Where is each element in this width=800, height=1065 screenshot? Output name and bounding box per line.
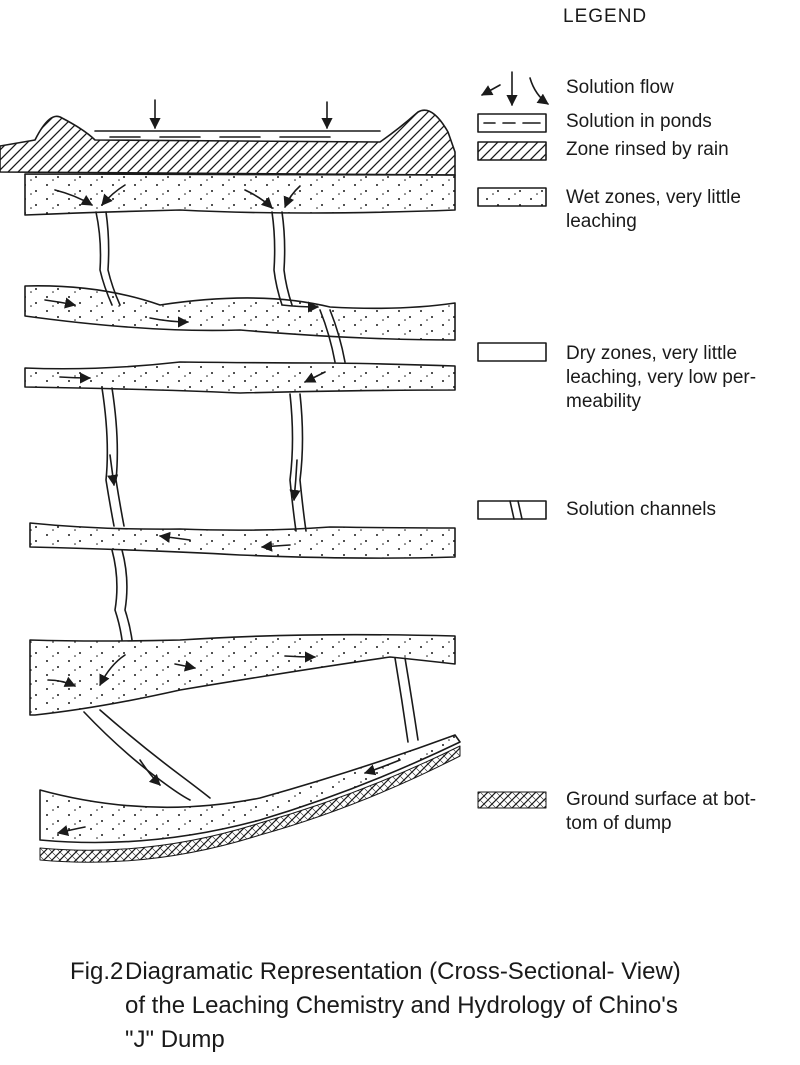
legend-rain-swatch	[477, 141, 547, 161]
flow-arrow-13	[260, 540, 291, 552]
legend-label-ground-surface: Ground surface at bot- tom of dump	[566, 789, 757, 834]
legend-title: LEGEND	[563, 6, 648, 27]
flow-arrow-18	[139, 759, 161, 786]
channel-2a	[271, 211, 283, 306]
caption-number: Fig.2	[70, 958, 124, 985]
wet-zone-bottom	[39, 734, 461, 844]
channel-2b	[281, 211, 293, 306]
flow-arrow-7	[281, 301, 320, 313]
channel-8a	[83, 711, 191, 801]
legend-label-solution-in-ponds: Solution in ponds	[566, 111, 712, 132]
flow-arrow-11	[289, 459, 301, 502]
channel-4a	[101, 387, 115, 527]
channel-6b	[121, 549, 133, 641]
flow-arrow-6	[149, 316, 190, 328]
legend-label-solution-flow: Solution flow	[566, 77, 674, 98]
flow-arrow-20	[56, 825, 86, 836]
flow-arrow-10	[107, 454, 119, 487]
flow-arrow-14	[99, 654, 126, 687]
flow-arrow-4	[283, 185, 301, 209]
rain-rinsed-zone	[0, 109, 456, 176]
caption-text: Diagramatic Representation (Cross-Sectio…	[125, 958, 681, 1053]
legend-label-zone-rinsed-by-rain: Zone rinsed by rain	[566, 139, 729, 160]
flow-arrow-5	[44, 297, 77, 309]
flow-arrow-2	[101, 184, 126, 206]
legend-wet-swatch	[477, 187, 547, 207]
flow-arrow-19	[363, 759, 401, 776]
wet-zone-1	[24, 173, 456, 216]
wet-zone-4	[29, 522, 456, 559]
flow-arrow-9	[303, 371, 326, 383]
legend-ponds-swatch	[477, 113, 547, 133]
channel-7a	[394, 657, 409, 743]
legend-dry-swatch	[477, 342, 547, 362]
legend-label-wet-zones: Wet zones, very little leaching	[566, 187, 741, 232]
channel-4b	[111, 387, 125, 527]
cross-section-diagram	[0, 71, 549, 863]
legend-flow-symbol	[481, 71, 549, 107]
channel-6a	[111, 549, 123, 641]
flow-arrow-1	[54, 189, 93, 206]
channel-5a	[289, 393, 297, 532]
flow-arrow-12	[158, 531, 191, 543]
wet-zone-3	[24, 361, 456, 394]
legend-ground-swatch	[477, 791, 547, 809]
wet-zone-5	[29, 633, 456, 716]
wet-zone-2	[24, 285, 456, 341]
ground-surface	[39, 745, 461, 863]
channel-1a	[95, 211, 113, 306]
channel-5b	[299, 393, 307, 532]
channel-8b	[99, 709, 211, 799]
flow-arrow-8	[59, 372, 92, 384]
legend-label-dry-zones: Dry zones, very little leaching, very lo…	[566, 343, 757, 412]
channel-3a	[319, 309, 336, 363]
flow-arrow-3	[244, 189, 273, 209]
channel-1b	[105, 211, 121, 306]
legend-channel-swatch	[477, 500, 547, 520]
flow-arrow-16	[174, 660, 197, 672]
channel-7b	[404, 657, 419, 741]
flow-arrow-17	[284, 651, 317, 663]
channel-3b	[329, 309, 346, 363]
legend-label-solution-channels: Solution channels	[566, 499, 716, 520]
flow-arrow-15	[47, 676, 77, 687]
